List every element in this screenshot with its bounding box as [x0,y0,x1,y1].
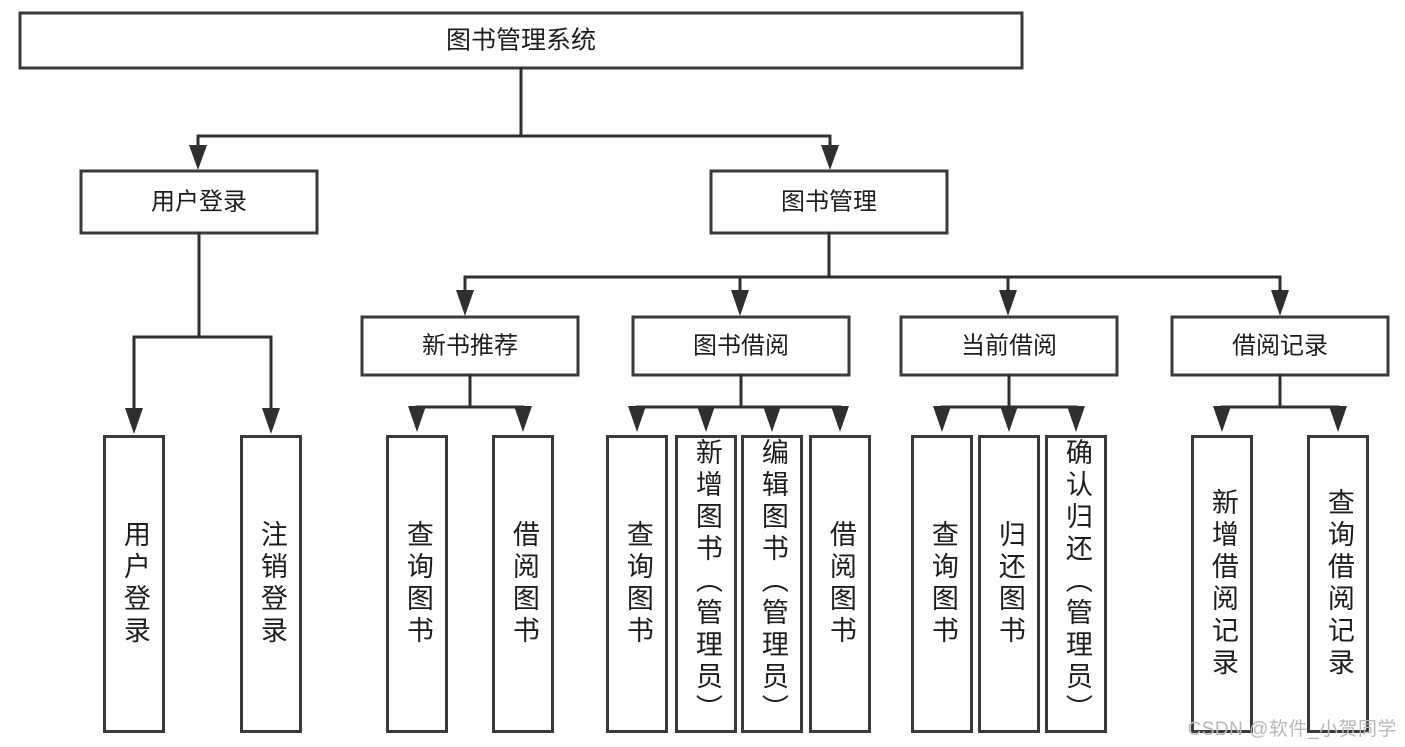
leaf-node-query-book-borrow[interactable]: 查询图书 [606,435,668,733]
leaf-node-query-borrow-record[interactable]: 查询借阅记录 [1307,435,1369,733]
node-current-borrowing-label: 当前借阅 [961,332,1057,359]
leaf-node-borrow-book-recommend-label: 借阅图书 [508,520,539,648]
leaf-node-borrow-book-borrow[interactable]: 借阅图书 [809,435,871,733]
leaf-node-return-book[interactable]: 归还图书 [978,435,1040,733]
leaf-node-borrow-book-borrow-label: 借阅图书 [825,520,856,648]
arrowhead-to-new-book-rec [456,290,474,316]
node-root-book-management-system[interactable] [18,11,1024,70]
arrowhead-leaf-query-book-b [628,406,646,432]
leaf-node-confirm-return-admin[interactable]: 确认归还（管理员） [1045,435,1107,733]
arrowhead-leaf-query-borrow-record [1329,406,1347,432]
leaf-node-add-borrow-record[interactable]: 新增借阅记录 [1191,435,1253,733]
leaf-node-query-book-recommend[interactable]: 查询图书 [386,435,448,733]
leaf-node-logout[interactable]: 注销登录 [240,435,302,733]
leaf-node-confirm-return-admin-label: 确认归还（管理员） [1061,438,1092,726]
arrowhead-leaf-borrow-book-a [514,406,532,432]
node-book-borrowing-label: 图书借阅 [693,332,789,359]
arrowhead-to-user-login [189,145,207,170]
arrowhead-leaf-add-borrow-record [1213,406,1231,432]
arrowhead-leaf-query-book-a [408,406,426,432]
leaf-node-borrow-book-recommend[interactable]: 借阅图书 [492,435,554,733]
leaf-node-query-book-current-label: 查询图书 [927,520,958,648]
leaf-node-user-login[interactable]: 用户登录 [103,435,165,733]
arrowhead-leaf-user-login [125,408,143,434]
node-current-borrowing[interactable] [899,315,1119,377]
leaf-node-edit-book-admin-label: 编辑图书（管理员） [757,438,788,726]
arrowhead-leaf-confirm-return [1067,406,1085,432]
arrowhead-to-book-borrow [731,290,749,316]
leaf-node-query-borrow-record-label: 查询借阅记录 [1323,488,1354,680]
arrowhead-leaf-borrow-book-b [831,406,849,432]
arrowhead-to-book-mgmt [821,145,839,170]
node-new-book-recommendation[interactable] [360,315,580,377]
leaf-node-add-borrow-record-label: 新增借阅记录 [1207,488,1238,680]
leaf-node-user-login-label: 用户登录 [119,520,150,648]
leaf-node-query-book-borrow-label: 查询图书 [622,520,653,648]
node-book-management-label: 图书管理 [781,188,877,215]
arrowhead-leaf-query-book-c [933,406,951,432]
arrowhead-to-borrow-record [1271,290,1289,316]
node-user-login-label: 用户登录 [151,188,247,215]
leaf-node-edit-book-admin[interactable]: 编辑图书（管理员） [741,435,803,733]
watermark-label: CSDN @软件_小贺同学 [1187,719,1397,740]
arrowhead-leaf-edit-book-admin [763,406,781,432]
leaf-node-query-book-recommend-label: 查询图书 [402,520,433,648]
node-root-label: 图书管理系统 [446,27,596,55]
arrowhead-leaf-return-book [1000,406,1018,432]
node-borrowing-record-label: 借阅记录 [1232,332,1328,359]
node-book-borrowing[interactable] [631,315,851,377]
leaf-node-query-book-current[interactable]: 查询图书 [911,435,973,733]
leaf-node-add-book-admin[interactable]: 新增图书（管理员） [675,435,737,733]
leaf-node-add-book-admin-label: 新增图书（管理员） [691,438,722,726]
arrowhead-to-current-borrow [999,290,1017,316]
arrowhead-leaf-add-book-admin [697,406,715,432]
leaf-node-return-book-label: 归还图书 [994,520,1025,648]
leaf-node-logout-label: 注销登录 [256,520,287,648]
arrowhead-leaf-logout [262,408,280,434]
node-new-book-recommendation-label: 新书推荐 [422,332,518,359]
